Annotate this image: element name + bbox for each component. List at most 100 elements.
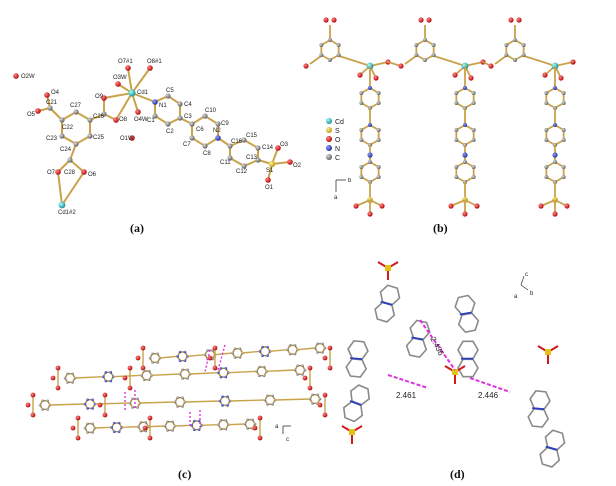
stack-atom	[238, 356, 242, 359]
stack-atom	[233, 356, 237, 359]
oxygen-atom	[508, 17, 514, 23]
stack-atom	[238, 347, 242, 350]
ring-atom	[376, 165, 381, 169]
stack-atom	[183, 350, 187, 354]
ring-atom	[368, 160, 372, 164]
bdc-ring	[415, 38, 435, 62]
atom-o9	[101, 95, 107, 101]
nitrogen-atom	[462, 152, 468, 158]
axis-a-label-c: a	[275, 424, 279, 430]
atom-c8	[202, 143, 208, 149]
legend-swatch-o	[326, 136, 332, 142]
panel-b-legend: Cd S O N C	[326, 118, 344, 162]
stack-atom	[211, 349, 214, 352]
stack-atom	[151, 352, 154, 355]
bipy-ring	[345, 357, 368, 378]
stack-atom	[243, 422, 247, 426]
caption-d: (d)	[450, 467, 465, 481]
oxygen-atom	[558, 75, 564, 81]
stack-ring	[286, 344, 299, 355]
caption-a: (a)	[130, 221, 144, 235]
atom-o4	[44, 92, 50, 98]
stack-atom	[63, 376, 67, 380]
ring-atom	[368, 123, 372, 127]
stack-link	[113, 374, 142, 378]
label-o7-1: O7#1	[118, 59, 133, 65]
stack-atom	[257, 365, 261, 369]
ring-atom	[359, 91, 364, 95]
label-c15: C15	[246, 133, 258, 139]
cluster-oxygen	[212, 345, 218, 351]
ring	[545, 160, 565, 184]
stack-ring	[231, 347, 244, 359]
oxygen-atom	[474, 203, 480, 209]
stack-atom	[112, 421, 116, 425]
oxygen-atom	[570, 59, 576, 65]
atom-c25	[87, 133, 93, 139]
cluster-oxygen	[135, 355, 141, 361]
stack-atom	[91, 422, 94, 425]
carbon-atom	[414, 53, 419, 57]
stack-atom	[219, 427, 223, 431]
stack-link	[151, 373, 181, 377]
ring-atom	[553, 160, 557, 164]
stack-atom	[156, 361, 159, 364]
stack-atom	[166, 420, 169, 423]
caption-c: (c)	[178, 467, 191, 481]
cluster-oxygen	[322, 392, 328, 398]
stack-ring	[84, 398, 96, 410]
label-c23: C23	[46, 136, 58, 142]
stack-ring	[110, 422, 123, 433]
atom-c2	[165, 121, 171, 127]
stack-atom	[311, 393, 314, 396]
ring-atom	[454, 138, 459, 142]
stack-atom	[286, 348, 289, 351]
oxygen-atom	[331, 17, 337, 23]
panel-c-packing	[25, 342, 333, 441]
ring-atom	[454, 101, 459, 105]
ring	[455, 160, 475, 184]
stack-ring	[259, 346, 271, 357]
stack-atom	[308, 397, 312, 401]
stack-atom	[266, 403, 269, 406]
carbon-atom	[328, 38, 332, 42]
n-bond	[380, 300, 393, 306]
stack-ring	[149, 352, 161, 364]
bdc-ring	[320, 38, 340, 62]
stack-atom	[136, 397, 139, 400]
oxygen-atom	[516, 17, 522, 23]
atom-o1w	[129, 135, 135, 141]
oxygen-atom	[538, 203, 544, 209]
legend-swatch-cd	[326, 118, 332, 124]
ring-atom	[544, 138, 549, 142]
stack-atom	[41, 408, 44, 411]
carbon-atom	[423, 38, 427, 42]
label-c12: C12	[236, 169, 248, 175]
ring-atom	[359, 175, 364, 179]
stack-atom	[316, 342, 319, 345]
stack-atom	[218, 399, 222, 403]
ring-atom	[454, 175, 459, 179]
stack-atom	[104, 379, 108, 383]
oxygen-atom	[303, 63, 309, 69]
atom-cd1-2	[58, 201, 66, 209]
n-bond	[459, 311, 472, 316]
stack-atom	[253, 422, 257, 426]
label-c6: C6	[196, 127, 204, 133]
ring-atom	[471, 175, 476, 179]
cluster-oxygen	[122, 375, 128, 381]
stack-atom	[226, 404, 229, 407]
atom-c24	[73, 141, 79, 147]
stack-link	[228, 370, 257, 374]
carbon-atom	[319, 53, 324, 57]
cluster-oxygen	[322, 412, 328, 418]
stack-atom	[266, 394, 269, 397]
stack-atom	[117, 430, 121, 433]
ring	[455, 123, 475, 147]
sulfur-atom	[545, 349, 551, 355]
label-o2w: O2W	[21, 74, 35, 80]
carbon-atom	[328, 58, 332, 62]
label-c4: C4	[184, 102, 192, 108]
stack-link	[184, 400, 221, 403]
bipy-ring	[529, 390, 551, 410]
